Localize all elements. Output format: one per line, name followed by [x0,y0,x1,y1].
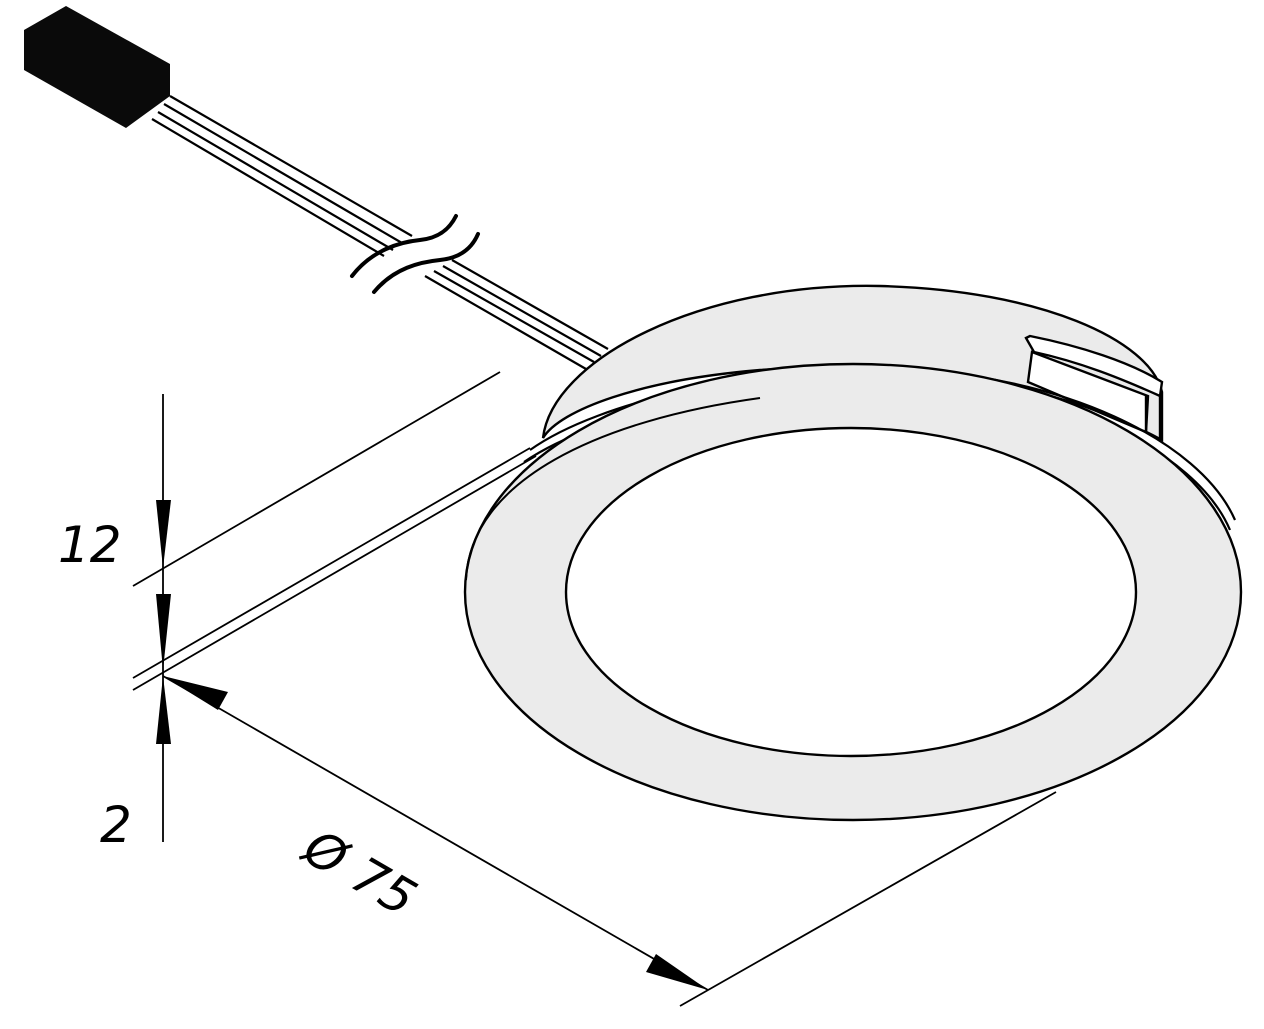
cable-wires-lower [424,259,609,370]
cable-wires-upper [151,95,413,257]
dimension-diameter-label: Ø 75 [292,817,426,928]
diameter-dimension [162,675,709,991]
diffuser-lens [564,426,1138,758]
spring-clip [1024,334,1164,440]
dimension-flange-label: 2 [100,796,132,854]
dimension-height-label: 12 [58,516,122,574]
extension-lines [132,371,1057,1007]
cable-break-symbol [350,214,480,294]
connector-plug [24,6,170,128]
vertical-dimension [156,394,171,842]
